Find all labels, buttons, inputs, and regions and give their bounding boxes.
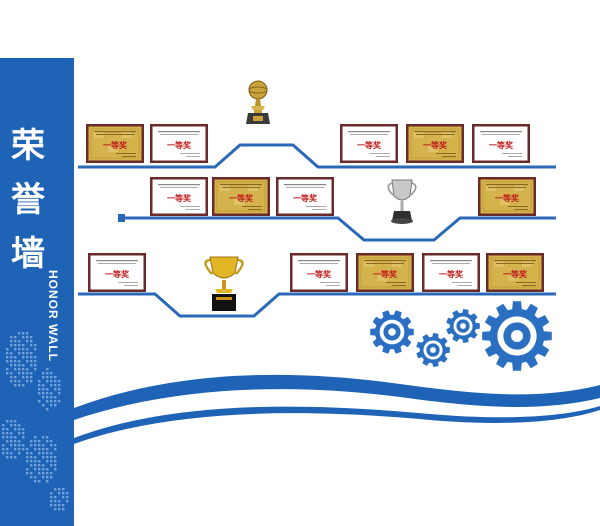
title-char-qiang: 墙	[11, 234, 45, 274]
title-char-yu: 誉	[11, 180, 45, 220]
title-en: HONOR WALL	[46, 270, 60, 362]
award-plaque: 一等奖	[422, 253, 480, 292]
shelf-line-2-cap	[118, 214, 125, 222]
shelf-line-1	[78, 143, 556, 169]
award-text: 一等奖	[167, 193, 192, 203]
award-plaque: 一等奖	[212, 177, 270, 216]
sidebar-panel: 荣 誉 墙 HONOR WALL	[0, 58, 74, 526]
silver-cup-trophy-icon	[387, 179, 417, 224]
award-plaque: 一等奖	[478, 177, 536, 216]
award-plaque: 一等奖	[356, 253, 414, 292]
award-text: 一等奖	[167, 140, 192, 150]
award-plaque: 一等奖	[88, 253, 146, 292]
award-text: 一等奖	[495, 193, 520, 203]
plaques-layer: 一等奖一等奖一等奖一等奖一等奖一等奖一等奖一等奖一等奖一等奖一等奖一等奖一等奖一…	[86, 124, 544, 292]
award-plaque: 一等奖	[472, 124, 530, 163]
award-plaque: 一等奖	[86, 124, 144, 163]
award-text: 一等奖	[105, 269, 130, 279]
award-text: 一等奖	[103, 140, 128, 150]
gear-icon	[446, 309, 480, 343]
award-text: 一等奖	[503, 269, 528, 279]
award-text: 一等奖	[489, 140, 514, 150]
award-plaque: 一等奖	[290, 253, 348, 292]
gold-sphere-trophy-icon	[246, 80, 270, 124]
award-text: 一等奖	[307, 269, 332, 279]
award-text: 一等奖	[229, 193, 254, 203]
gears-layer	[370, 301, 552, 371]
award-text: 一等奖	[373, 269, 398, 279]
award-text: 一等奖	[423, 140, 448, 150]
gear-icon	[482, 301, 552, 371]
award-plaque: 一等奖	[486, 253, 544, 292]
world-map-dots	[2, 332, 69, 511]
gear-icon	[416, 333, 450, 367]
award-text: 一等奖	[357, 140, 382, 150]
gold-cup-trophy-icon	[204, 256, 244, 311]
award-plaque: 一等奖	[276, 177, 334, 216]
shelf-line-3	[78, 292, 556, 318]
award-plaque: 一等奖	[150, 124, 208, 163]
wave-2	[74, 406, 600, 444]
award-plaque: 一等奖	[406, 124, 464, 163]
title-char-rong: 荣	[11, 126, 45, 166]
gear-icon	[370, 310, 414, 354]
trophies-layer	[204, 80, 417, 311]
award-text: 一等奖	[293, 193, 318, 203]
wave-1	[74, 374, 600, 420]
award-text: 一等奖	[439, 269, 464, 279]
award-plaque: 一等奖	[150, 177, 208, 216]
award-plaque: 一等奖	[340, 124, 398, 163]
shelf-line-2	[122, 216, 556, 242]
